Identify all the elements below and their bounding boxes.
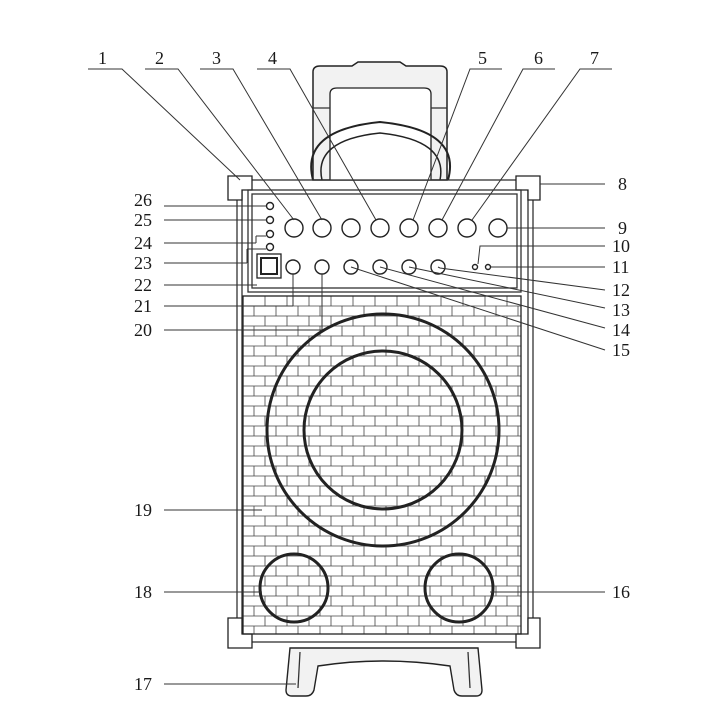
callout-8: 8 [618,174,627,194]
callout-24: 24 [134,233,152,253]
indicator-10 [471,263,479,271]
knob-2 [312,218,332,238]
callout-14: 14 [612,320,630,340]
callout-10: 10 [612,236,630,256]
leader-lines [88,68,612,685]
callout-17: 17 [134,674,152,694]
wheel-stand [285,647,483,697]
callout-22: 22 [134,275,152,295]
knob-9 [488,218,508,238]
knob-1 [284,218,304,238]
callout-9: 9 [618,218,627,238]
callout-labels: 1 2 3 4 5 6 7 8 9 10 11 12 13 14 15 16 1… [98,48,630,694]
jack-21 [285,259,301,275]
indicator-11 [484,263,492,271]
callout-12: 12 [612,280,630,300]
callout-2: 2 [155,48,164,68]
led-26 [265,201,275,211]
knob-5 [399,218,419,238]
control-panel [247,189,522,293]
led-24 [265,229,275,239]
callout-23: 23 [134,253,152,273]
callout-20: 20 [134,320,152,340]
tweeter-left [258,552,330,624]
knob-7 [457,218,477,238]
knob-3 [341,218,361,238]
jack-20 [314,259,330,275]
woofer [265,312,501,548]
carry-handle [310,120,451,181]
callout-3: 3 [212,48,221,68]
callout-13: 13 [612,300,630,320]
knob-6 [428,218,448,238]
cabinet [227,175,541,649]
callout-4: 4 [268,48,277,68]
callout-7: 7 [590,48,599,68]
callout-26: 26 [134,190,152,210]
callout-15: 15 [612,340,630,360]
brick-grille [243,296,521,634]
callout-18: 18 [134,582,152,602]
callout-19: 19 [134,500,152,520]
callout-5: 5 [478,48,487,68]
callout-1: 1 [98,48,107,68]
led-25 [265,215,275,225]
tweeter-right [423,552,495,624]
callout-11: 11 [612,257,629,277]
callout-16: 16 [612,582,630,602]
callout-21: 21 [134,296,152,316]
knob-4 [370,218,390,238]
callout-6: 6 [534,48,543,68]
led-23 [265,242,275,252]
callout-25: 25 [134,210,152,230]
